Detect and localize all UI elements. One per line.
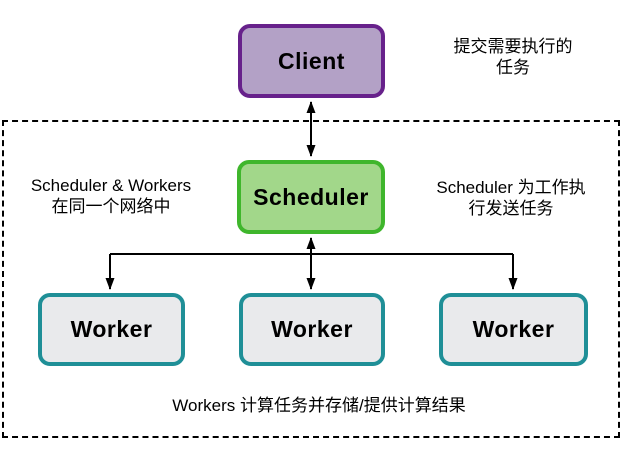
node-worker-left-label: Worker	[70, 316, 153, 342]
annotation-submit-tasks: 提交需要执行的 任务	[453, 37, 573, 77]
node-worker-middle-label: Worker	[271, 316, 353, 342]
node-scheduler: Scheduler	[237, 160, 385, 234]
annotation-send-tasks: Scheduler 为工作执 行发送任务	[436, 178, 586, 218]
node-client-label: Client	[278, 47, 345, 74]
node-worker-right-label: Worker	[472, 316, 555, 342]
annotation-same-network: Scheduler & Workers 在同一个网络中	[30, 176, 192, 216]
node-scheduler-label: Scheduler	[253, 183, 369, 210]
node-worker-middle: Worker	[239, 293, 385, 366]
node-worker-left: Worker	[38, 293, 185, 366]
annotation-compute-results: Workers 计算任务并存储/提供计算结果	[172, 396, 466, 415]
node-client: Client	[238, 24, 385, 98]
node-worker-right: Worker	[439, 293, 588, 366]
